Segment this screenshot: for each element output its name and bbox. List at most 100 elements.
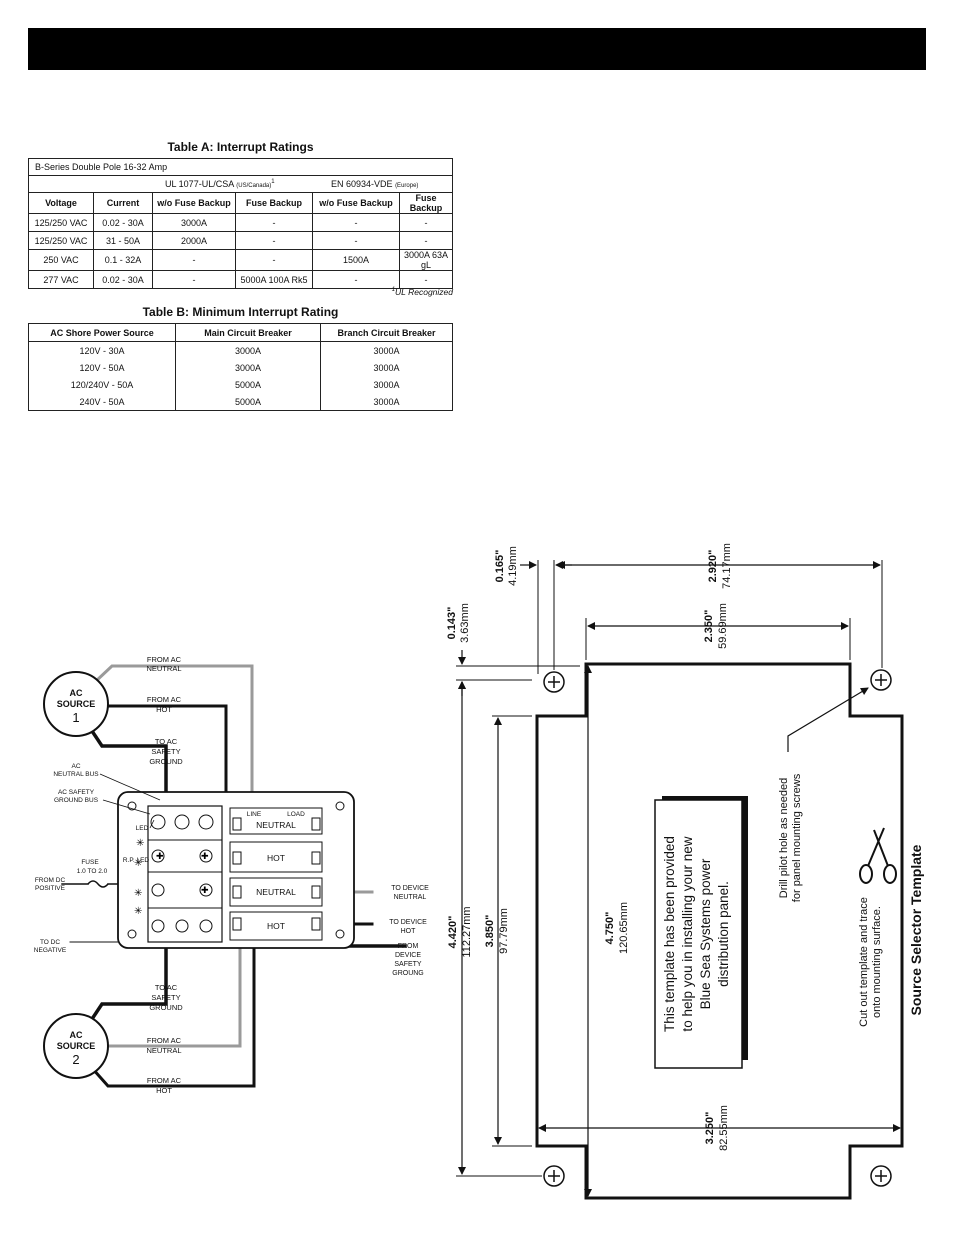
note-line-1: This template has been provided xyxy=(662,836,677,1032)
drill-note-line-2: for panel mounting screws xyxy=(791,773,803,902)
label-to-ac-ground-1a: TO AC xyxy=(155,737,178,746)
table-cell: 277 VAC xyxy=(28,270,94,289)
label-to-dc-a: TO DC xyxy=(40,939,60,946)
table-cell: - xyxy=(399,270,453,289)
table-a-caption: Table A: Interrupt Ratings xyxy=(167,140,314,154)
svg-text:✳: ✳ xyxy=(134,858,142,869)
source2-label-b: SOURCE xyxy=(57,1041,96,1051)
label-load: LOAD xyxy=(287,811,305,818)
dim-4750-mm: 120.65mm xyxy=(618,902,630,954)
source2-number: 2 xyxy=(72,1052,79,1067)
table-a-std-ul: UL 1077-UL/CSA xyxy=(165,179,234,189)
label-fuse-a: FUSE xyxy=(81,859,99,866)
label-from-ac-hot-1a: FROM AC xyxy=(147,695,182,704)
label-led: LED xyxy=(136,825,149,832)
source2-label-a: AC xyxy=(70,1030,83,1040)
dim-0143-in: 0.143" xyxy=(446,607,458,640)
label-from-ac-hot-2b: HOT xyxy=(156,1086,172,1095)
svg-text:✚: ✚ xyxy=(201,885,209,895)
table-b-header: Branch Circuit Breaker xyxy=(320,323,453,342)
svg-text:✳: ✳ xyxy=(136,838,144,849)
drill-note-line-1: Drill pilot hole as needed xyxy=(778,778,790,898)
label-to-ac-ground-1c: GROUND xyxy=(149,757,183,766)
dim-2920-in: 2.920" xyxy=(707,550,719,583)
table-b: AC Shore Power Source Main Circuit Break… xyxy=(28,323,453,411)
label-rp-led: R.P. LED xyxy=(123,857,150,864)
label-to-ac-ground-2c: GROUND xyxy=(149,1003,183,1012)
dim-4420-in: 4.420" xyxy=(447,916,459,949)
dim-4750-in: 4.750" xyxy=(604,912,616,945)
dim-3850-mm: 97.79mm xyxy=(498,908,510,954)
label-from-device-ground-a: FROM xyxy=(398,943,419,950)
svg-text:✚: ✚ xyxy=(201,851,209,861)
label-to-device-neutral-b: NEUTRAL xyxy=(394,894,427,901)
note-line-3: Blue Sea Systems power xyxy=(698,858,713,1009)
dim-0165-in: 0.165" xyxy=(494,550,506,583)
label-to-device-hot-b: HOT xyxy=(401,928,417,935)
dim-2350-in: 2.350" xyxy=(703,610,715,643)
table-a-footnote-sup: 1 xyxy=(391,287,396,294)
label-to-device-hot-a: TO DEVICE xyxy=(389,919,427,926)
source1-number: 1 xyxy=(72,710,79,725)
label-fuse-b: 1.0 TO 2.0 xyxy=(77,868,108,875)
source1-label-a: AC xyxy=(70,688,83,698)
label-from-ac-hot-1b: HOT xyxy=(156,705,172,714)
label-from-device-ground-d: GROUNG xyxy=(392,970,424,977)
label-hot-1: HOT xyxy=(267,853,285,863)
label-from-ac-hot-2a: FROM AC xyxy=(147,1076,182,1085)
label-from-device-ground-b: DEVICE xyxy=(395,952,421,959)
svg-text:✳: ✳ xyxy=(134,888,142,899)
dim-4420-mm: 112.27mm xyxy=(461,906,473,957)
note-line-4: distribution panel. xyxy=(716,881,731,987)
label-hot-2: HOT xyxy=(267,921,285,931)
source1-label-b: SOURCE xyxy=(57,699,96,709)
label-from-ac-neutral-2a: FROM AC xyxy=(147,1036,182,1045)
label-ac-ground-bus-b: GROUND BUS xyxy=(54,797,99,804)
cut-note-line-2: onto mounting surface. xyxy=(871,906,883,1018)
label-to-ac-ground-2a: TO AC xyxy=(155,983,178,992)
dim-3250-mm: 82.55mm xyxy=(718,1105,730,1151)
label-to-device-neutral-a: TO DEVICE xyxy=(391,885,429,892)
label-ac-ground-bus-a: AC SAFETY xyxy=(58,789,95,796)
dim-3850-in: 3.850" xyxy=(484,915,496,948)
note-line-2: to help you in installing your new xyxy=(680,836,695,1031)
table-a-footnote-text: UL Recognized xyxy=(395,287,453,297)
label-from-ac-neutral-2b: NEUTRAL xyxy=(146,1046,181,1055)
dim-3250-in: 3.250" xyxy=(704,1112,716,1145)
table-b-header-row: AC Shore Power Source Main Circuit Break… xyxy=(28,323,453,342)
template-title: Source Selector Template xyxy=(908,844,924,1015)
table-a-standards-row: UL 1077-UL/CSA (US/Canada)1 EN 60934-VDE… xyxy=(28,175,453,193)
header-bar xyxy=(28,28,926,70)
label-neutral-2: NEUTRAL xyxy=(256,887,296,897)
dim-2350-mm: 59.69mm xyxy=(717,603,729,649)
table-cell: 0.02 - 30A xyxy=(93,270,153,289)
table-cell: 3000A xyxy=(320,376,453,393)
table-cell: 3000A xyxy=(320,359,453,376)
table-cell: 3000A xyxy=(320,341,453,359)
dim-0165-mm: 4.19mm xyxy=(507,546,519,586)
label-line: LINE xyxy=(247,811,262,818)
table-cell: 5000A 100A Rk5 xyxy=(235,270,313,289)
scissors-icon xyxy=(859,827,897,884)
table-a-std-en: EN 60934-VDE xyxy=(331,179,393,189)
label-from-dc-a: FROM DC xyxy=(35,877,66,884)
label-to-ac-ground-2b: SAFETY xyxy=(151,993,180,1002)
label-from-dc-b: POSITIVE xyxy=(35,885,66,892)
label-neutral-1: NEUTRAL xyxy=(256,820,296,830)
label-to-dc-b: NEGATIVE xyxy=(34,947,67,954)
cut-note-line-1: Cut out template and trace xyxy=(858,897,870,1027)
table-a-std-ul-sub: (US/Canada) xyxy=(236,183,272,189)
label-from-ac-neutral-1a: FROM AC xyxy=(147,655,182,664)
table-b-caption: Table B: Minimum Interrupt Rating xyxy=(142,305,339,319)
label-from-device-ground-c: SAFETY xyxy=(394,961,422,968)
table-a-std-en-sub: (Europe) xyxy=(395,183,419,189)
label-to-ac-ground-1b: SAFETY xyxy=(151,747,180,756)
table-cell: 3000A xyxy=(320,393,453,411)
table-a: B-Series Double Pole 16-32 Amp UL 1077-U… xyxy=(28,158,453,289)
